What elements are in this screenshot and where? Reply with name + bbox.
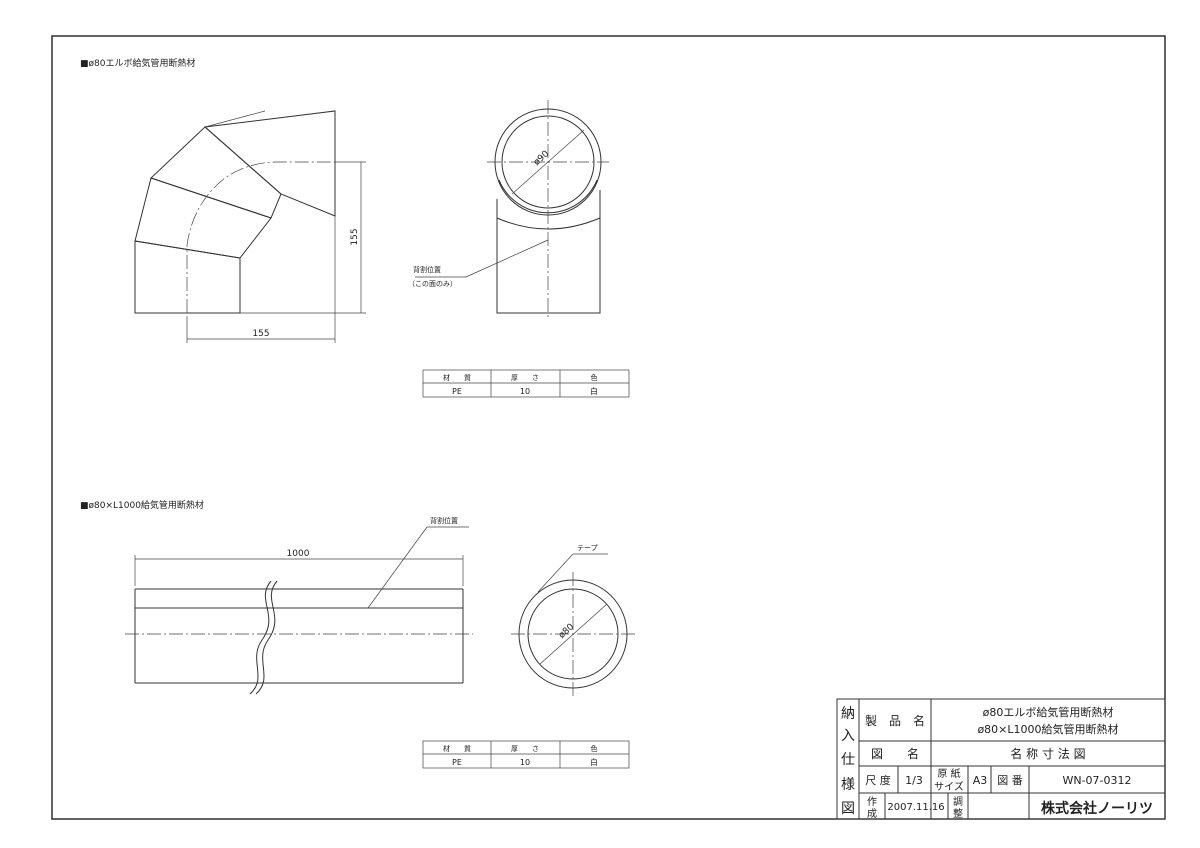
- section1-title: ■ø80エルボ給気管用断熱材: [80, 57, 195, 69]
- table1-value-color: 白: [590, 386, 598, 396]
- side-char-2: 入: [841, 728, 855, 744]
- elbow-diameter-label: ø90: [532, 149, 551, 168]
- drawing-number-value: WN-07-0312: [1062, 774, 1131, 787]
- pipe-side-view: 1000 背割位置: [125, 516, 473, 695]
- drawing-number-label: 図 番: [997, 774, 1023, 787]
- company-name: 株式会社ノーリツ: [1041, 800, 1153, 817]
- section2-title: ■ø80×L1000給気管用断熱材: [80, 499, 204, 511]
- pipe-spec-table: 材 質 厚 さ 色 PE 10 白: [422, 740, 630, 769]
- side-char-3: 仕: [841, 752, 855, 768]
- product-name-line-1: ø80エルボ給気管用断熱材: [983, 705, 1114, 719]
- paper-size-value: A3: [973, 774, 988, 787]
- pipe-end-view: ø80 テープ: [511, 544, 635, 698]
- adjust-label-1: 調: [953, 795, 963, 808]
- elbow-side-view: 155 155: [134, 110, 366, 343]
- drawing-name-value: 名 称 寸 法 図: [1010, 746, 1085, 761]
- table1-header-thickness: 厚 さ: [511, 374, 539, 382]
- elbow-front-view: ø90 背割位置 （この面のみ）: [408, 100, 609, 320]
- table1-value-material: PE: [452, 387, 462, 396]
- elbow-spec-table: 材 質 厚 さ 色 PE 10 白: [422, 369, 630, 398]
- scale-label: 尺 度: [865, 773, 891, 787]
- drawing-name-label: 図 名: [871, 746, 919, 761]
- side-char-1: 納: [841, 706, 855, 722]
- sheet-border: [51, 35, 1166, 820]
- made-label-2: 成: [867, 808, 877, 820]
- side-char-4: 様: [841, 777, 855, 793]
- made-label-1: 作: [867, 796, 877, 808]
- elbow-split-note: 背割位置: [413, 265, 441, 274]
- table2-value-color: 白: [590, 757, 598, 767]
- title-block: 納 入 仕 様 図 製 品 名 ø80エルボ給気管用断熱材 ø80×L1000給…: [836, 698, 1166, 820]
- dim-elbow-height: 155: [350, 228, 360, 245]
- side-char-5: 図: [841, 801, 855, 817]
- paper-size-label-2: サイズ: [934, 780, 964, 793]
- product-name-label: 製 品 名: [865, 713, 925, 728]
- tape-label: テープ: [577, 544, 598, 552]
- dim-pipe-length: 1000: [287, 549, 310, 559]
- table1-header-color: 色: [591, 373, 598, 382]
- table2-header-material: 材 質: [443, 744, 471, 753]
- pipe-split-note: 背割位置: [430, 516, 458, 525]
- table1-header-material: 材 質: [443, 373, 471, 382]
- table2-header-color: 色: [591, 744, 598, 753]
- made-date: 2007.11.16: [887, 802, 944, 813]
- product-name-line-2: ø80×L1000給気管用断熱材: [977, 722, 1118, 736]
- dim-elbow-width: 155: [252, 329, 269, 339]
- elbow-split-note-sub: （この面のみ）: [408, 280, 457, 288]
- pipe-diameter-label: ø80: [557, 622, 576, 641]
- scale-value: 1/3: [905, 774, 923, 787]
- table1-value-thickness: 10: [520, 387, 530, 396]
- table2-value-material: PE: [452, 758, 462, 767]
- table2-header-thickness: 厚 さ: [511, 745, 539, 753]
- paper-size-label-1: 原 紙: [937, 767, 960, 780]
- table2-value-thickness: 10: [520, 758, 530, 767]
- adjust-label-2: 整: [953, 807, 963, 820]
